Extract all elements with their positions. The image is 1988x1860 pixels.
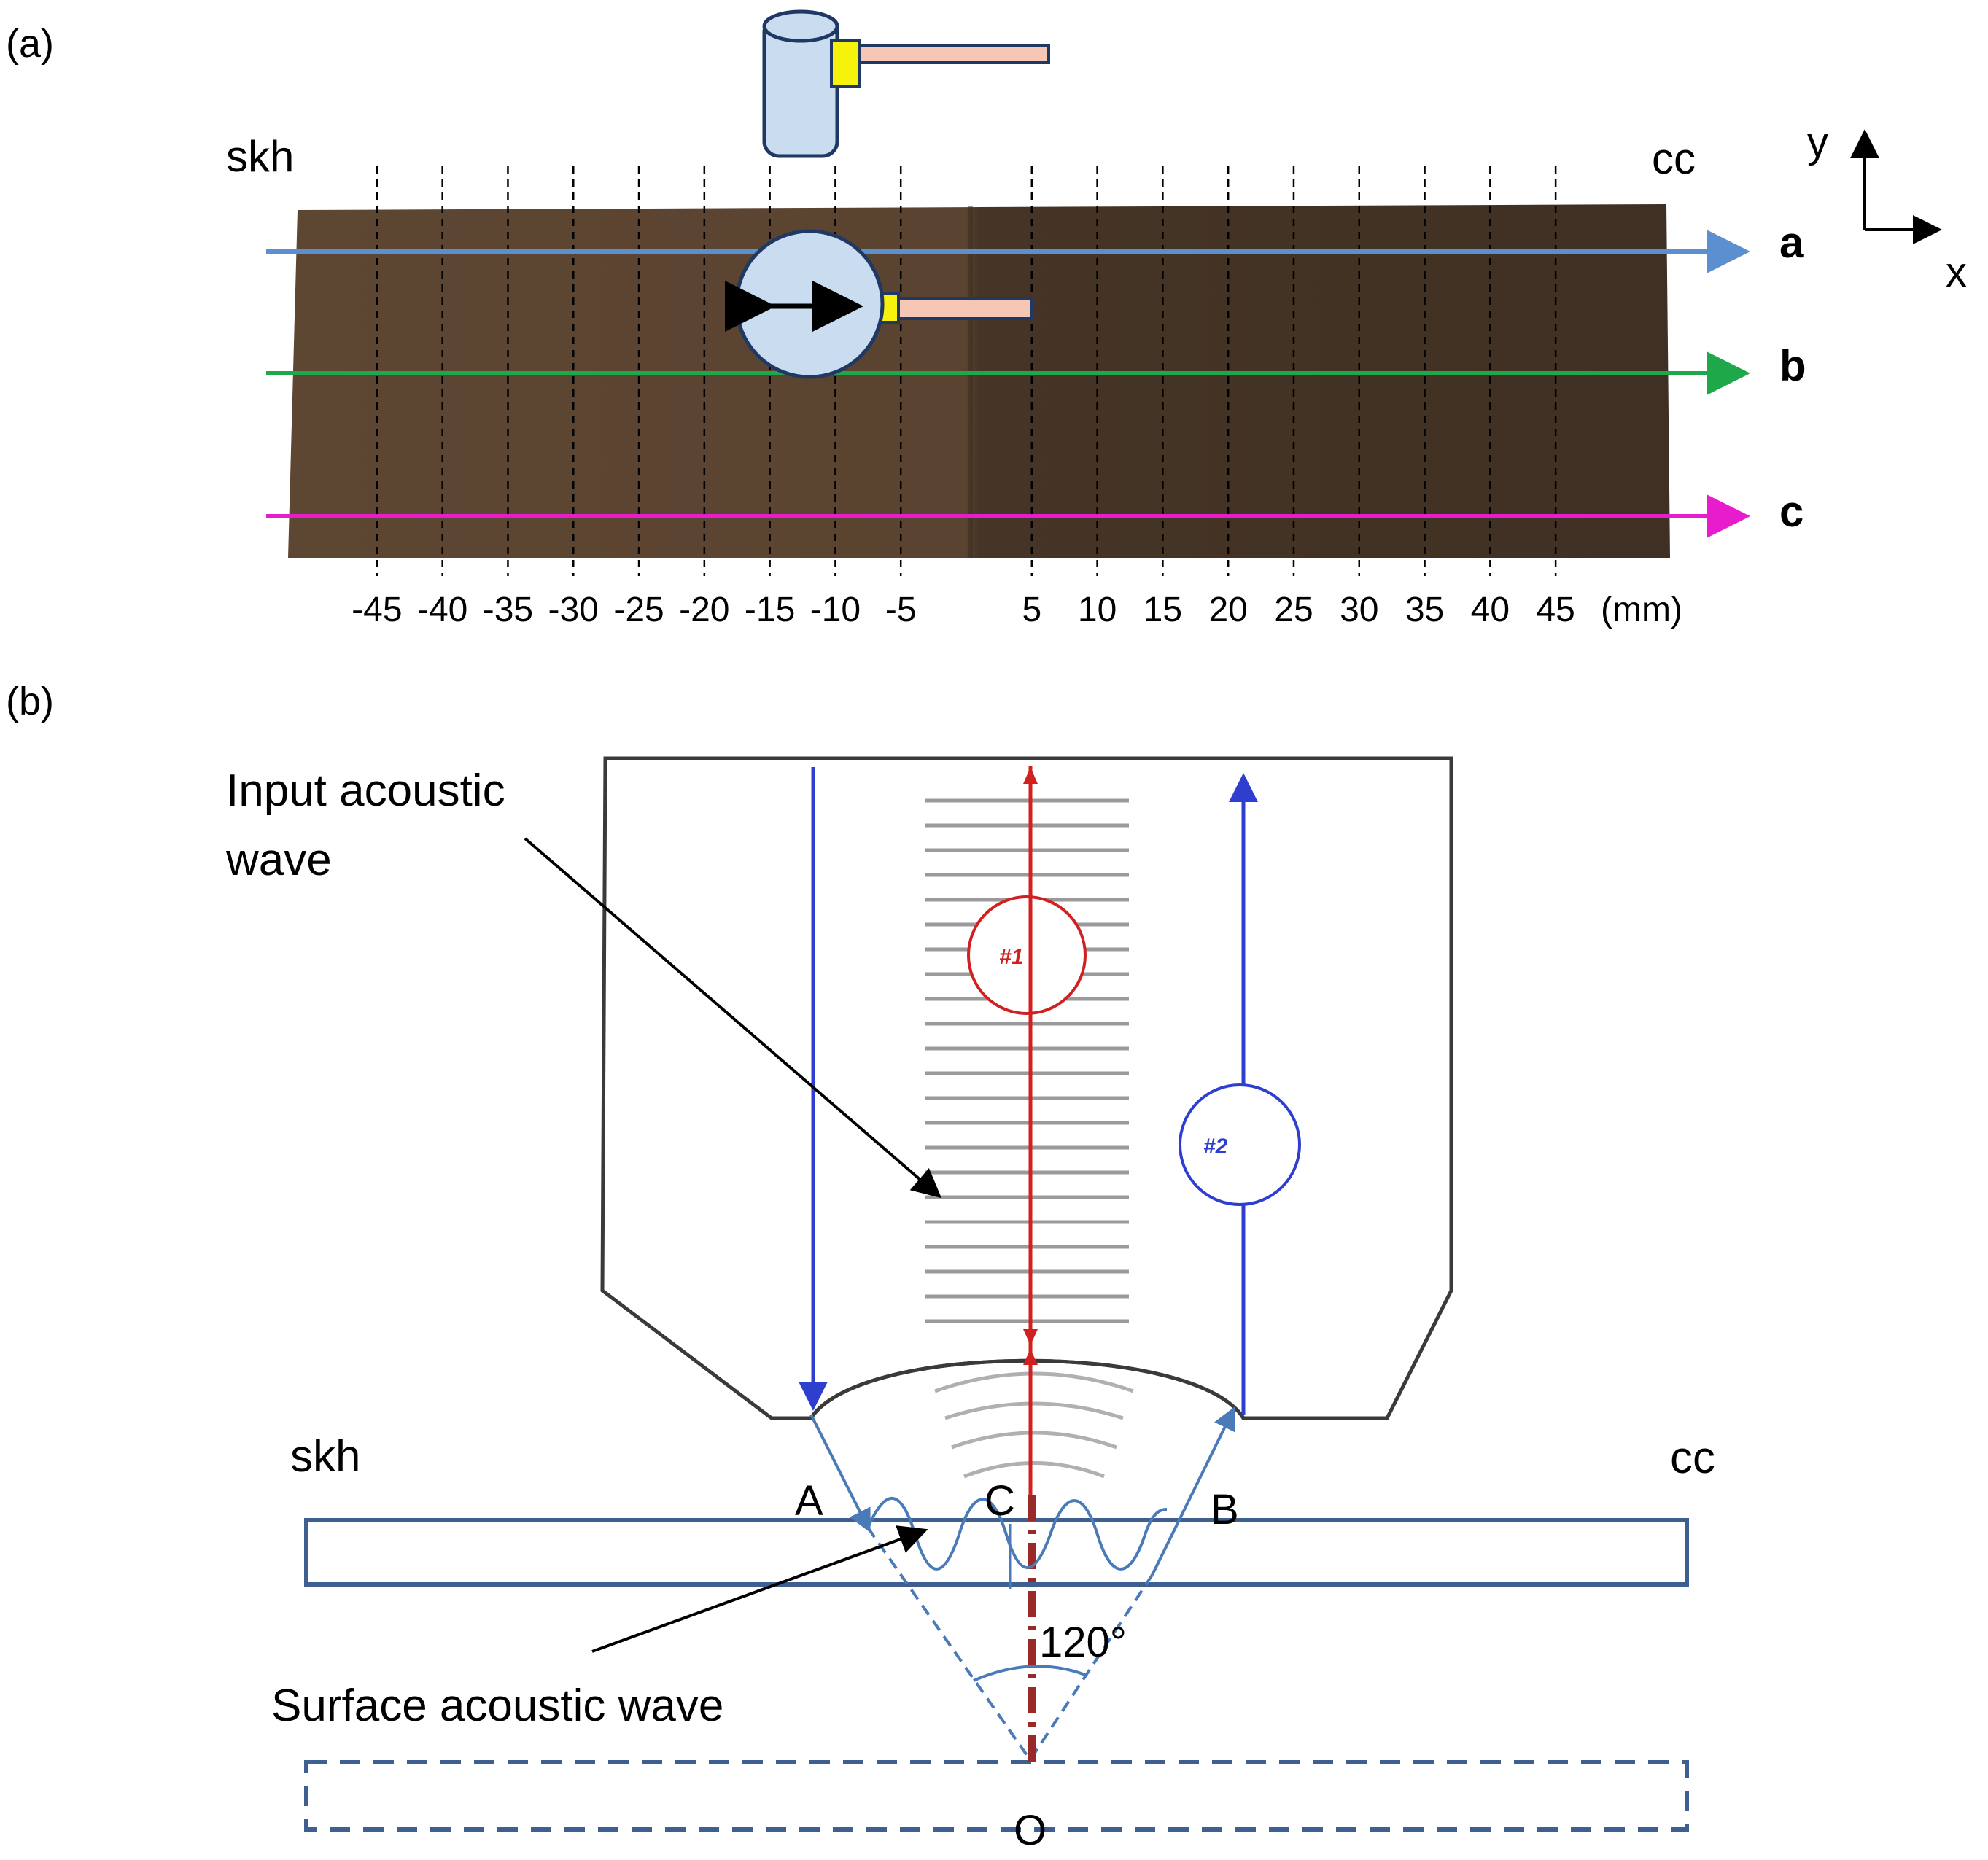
angle-arc [973,1665,1086,1682]
panel-b-right-material: cc [1670,1433,1715,1483]
input-wave-label-line1: Input acoustic [226,766,505,816]
tick-label: 15 [1144,591,1182,629]
tick-label: 10 [1078,591,1117,629]
tick-labels: -45 -40 -35 -30 -25 -20 -15 -10 -5 5 10 15 20 25 30 35 4… [352,591,1575,629]
tick-label: -45 [352,591,402,629]
scan-label-b: b [1779,341,1806,390]
ray-left [809,1414,871,1533]
curved-wavefronts [934,1371,1134,1479]
tick-label: 40 [1471,591,1510,629]
focal-plane [304,1760,1689,1832]
tick-label: 30 [1340,591,1378,629]
path-2-label: #2 [1203,1135,1228,1159]
sample-surface [304,1518,1689,1587]
input-wave-label-line2: wave [225,835,332,885]
sample-photo [288,204,1670,558]
transducer-housing [600,756,1453,1420]
point-b-label: B [1211,1486,1239,1533]
panel-a-right-material: cc [1652,134,1696,183]
dashed-grid-lines [376,166,1557,576]
scan-label-a: a [1779,218,1804,267]
axis-x-label: x [1946,249,1967,296]
panel-b-left-material: skh [290,1431,360,1482]
input-wave-pointer [524,837,942,1199]
tick-label: -25 [613,591,664,629]
axes-icon [1850,129,1942,244]
tick-label: 20 [1208,591,1247,629]
tick-label: -5 [885,591,917,629]
path-1-label: #1 [999,945,1023,969]
angle-label: 120° [1039,1619,1127,1666]
tick-label: 25 [1274,591,1313,629]
surface-wave-label: Surface acoustic wave [271,1681,723,1731]
point-c-label: C [985,1477,1015,1525]
ray-right [1151,1406,1235,1576]
unit-label: (mm) [1601,591,1682,629]
tick-label: 5 [1022,591,1041,629]
surface-wave-pointer [591,1525,928,1653]
point-a-label: A [795,1477,823,1525]
point-o-label: O [1014,1807,1047,1854]
panel-a-label: (a) [6,22,54,66]
panel-a-left-material: skh [226,132,294,181]
scan-label-c: c [1779,487,1803,536]
tick-label: -40 [417,591,467,629]
tick-label: -20 [679,591,729,629]
tick-label: 35 [1405,591,1444,629]
tick-label: -35 [483,591,533,629]
tick-label: -30 [548,591,599,629]
probe-top-view [762,9,1050,158]
tick-label: -10 [810,591,861,629]
panel-b-label: (b) [6,680,54,723]
input-wave-lines [925,798,1129,1323]
tick-label: 45 [1536,591,1575,629]
tick-label: -15 [745,591,795,629]
probe-side-view [725,229,1033,379]
axis-y-label: y [1807,119,1828,166]
